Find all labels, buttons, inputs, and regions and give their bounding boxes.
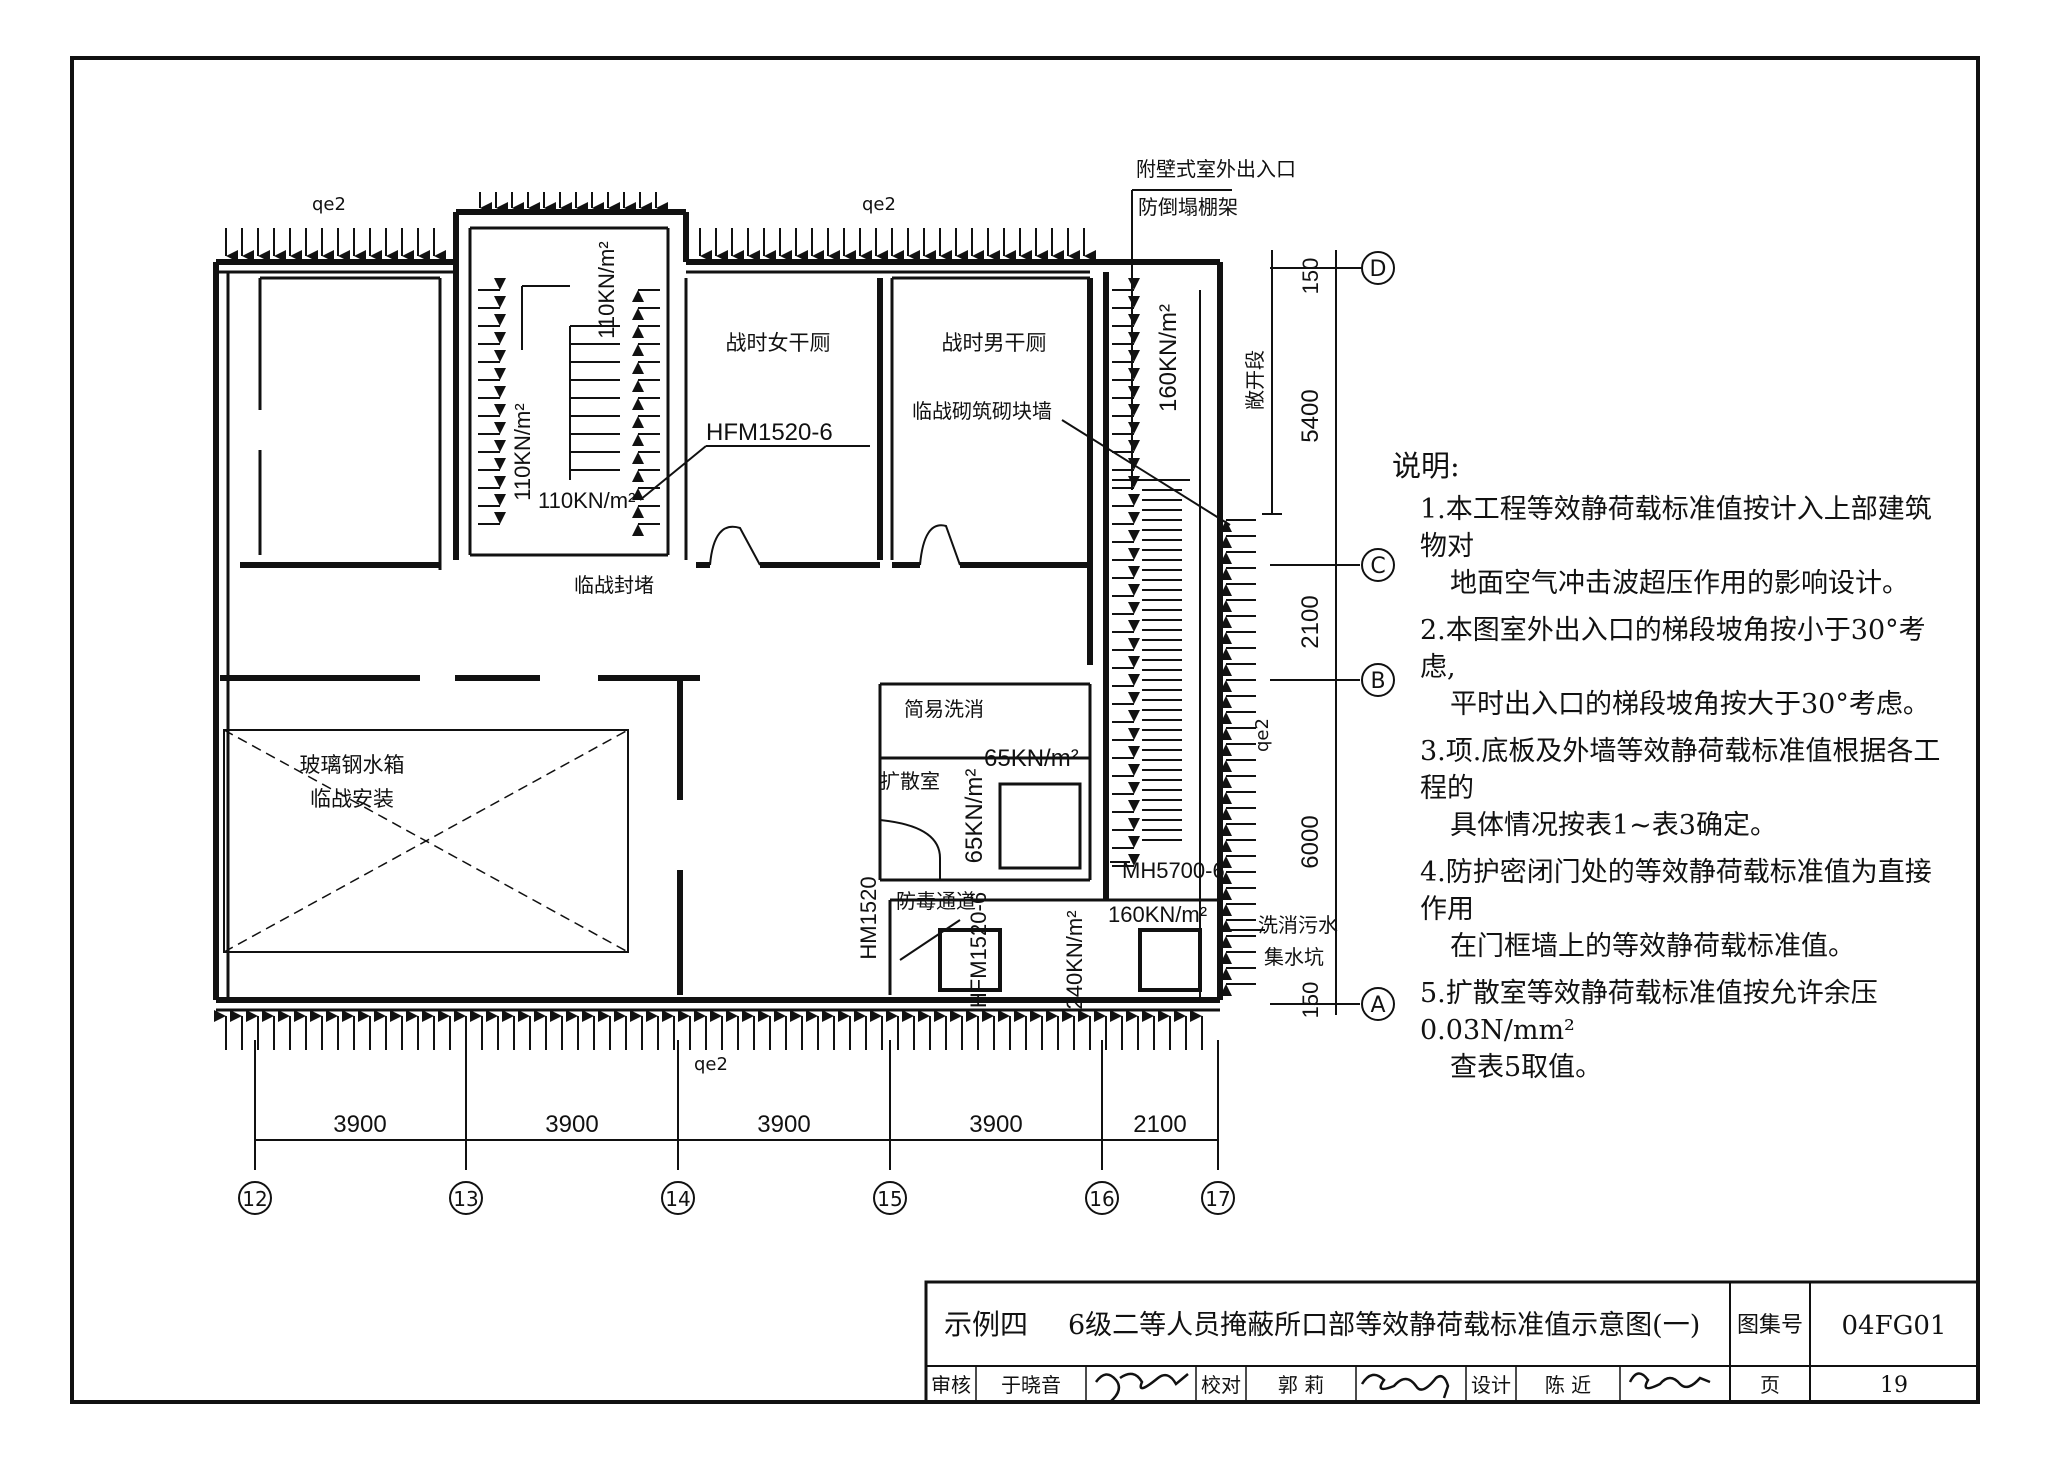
notes-heading: 说明: [1392,449,1460,483]
load-stair-c: 110KN/m² [538,488,635,513]
q-bottom: qe2 [694,1054,728,1075]
room-water-tank-1: 玻璃钢水箱 [300,753,405,777]
room-wash-sewage-2: 集水坑 [1264,945,1324,969]
note-5-line-2: 查表5取值。 [1450,1052,1603,1083]
q-labels: qe2 qe2 qe2 qe2 [312,194,1273,1075]
bottom-dimension-line [254,1040,1219,1170]
note-4-line-1: 4.防护密闭门处的等效静荷载标准值为直接作用 [1420,857,1932,925]
axis-13: 13 [453,1187,478,1211]
notes-panel: 说明: 1.本工程等效静荷载标准值按计入上部建筑物对 地面空气冲击波超压作用的影… [1392,448,1952,1096]
room-female-toilet: 战时女干厕 [726,331,831,355]
review-name: 于晓音 [1001,1373,1061,1397]
room-antigas-passage: 防毒通道 [896,889,976,913]
axis-12: 12 [242,1187,267,1211]
axis-bubbles-horizontal: D C B A [1336,251,1395,1021]
dim-16-17: 2100 [1133,1111,1186,1138]
axis-15: 15 [877,1187,902,1211]
dim-15-16: 3900 [969,1111,1022,1138]
stair-treads [521,285,1190,481]
load-expansion-a: 65KN/m² [984,745,1079,772]
review-label: 审核 [931,1373,971,1397]
dim-2100: 2100 [1297,595,1324,648]
dim-bottom-150: 150 [1298,982,1323,1019]
load-labels: 110KN/m² 110KN/m² 110KN/m² 160KN/m² 65KN… [510,241,1207,1009]
dim-14-15: 3900 [757,1111,810,1138]
temp-seal-label: 临战封堵 [574,573,654,597]
axis-B: B [1370,669,1385,694]
right-dimensions: 150 5400 2100 6000 150 [1297,258,1324,1019]
design-name: 陈 近 [1545,1373,1591,1397]
room-expansion: 扩散室 [880,769,940,793]
note-1-line-1: 1.本工程等效静荷载标准值按计入上部建筑物对 [1420,494,1932,562]
note-4-line-2: 在门框墙上的等效静荷载标准值。 [1450,931,1855,962]
axis-D: D [1370,257,1387,282]
room-male-toilet: 战时男干厕 [942,331,1047,355]
entrance-label-1: 附壁式室外出入口 [1136,157,1296,181]
load-arrows [214,192,1256,1050]
axis-16: 16 [1089,1187,1114,1211]
dim-12-13: 3900 [333,1111,386,1138]
door-swings [709,524,961,961]
open-section-label: 敞开段 [1243,350,1267,410]
page-number: 19 [1880,1373,1908,1398]
axis-C: C [1370,554,1385,579]
dim-13-14: 3900 [545,1111,598,1138]
axis-17: 17 [1205,1187,1230,1211]
note-2-line-1: 2.本图室外出入口的梯段坡角按小于30°考虑, [1420,615,1926,683]
signatures [1094,1372,1711,1403]
room-labels: 战时女干厕 战时男干厕 玻璃钢水箱 临战安装 简易洗消 扩散室 防毒通道 洗消污… [300,331,1339,969]
atlas-number: 04FG01 [1842,1311,1947,1341]
room-decon: 简易洗消 [904,697,984,721]
note-5-line-1: 5.扩散室等效静荷载标准值按允许余压0.03N/mm² [1420,978,1878,1046]
note-3-line-1: 3.项.底板及外墙等效静荷载标准值根据各工程的 [1420,736,1941,804]
note-3-line-2: 具体情况按表1~表3确定。 [1450,810,1777,841]
axis-A: A [1370,993,1385,1018]
door-mh-label: MH5700-6 [1122,858,1225,883]
page-label: 页 [1760,1373,1780,1397]
temp-block-wall-label: 临战砌筑砌块墙 [912,399,1052,423]
water-tank-cross [223,729,629,953]
leader-lines [639,189,1265,931]
note-2-line-2: 平时出入口的梯段坡角按大于30°考虑。 [1450,689,1930,720]
q-top-left: qe2 [312,194,346,215]
example-label: 示例四 [944,1308,1028,1341]
dim-5400: 5400 [1297,389,1324,442]
bottom-dimensions: 3900 3900 3900 3900 2100 [333,1111,1186,1138]
load-expansion-b: 65KN/m² [961,769,988,864]
q-right: qe2 [1252,718,1273,752]
title-block [924,1280,1980,1404]
entrance-label-2: 防倒塌棚架 [1138,195,1238,219]
design-label: 设计 [1471,1373,1511,1397]
room-wash-sewage-1: 洗消污水 [1258,913,1338,937]
right-dimension-line [1262,250,1360,1015]
door-hfm-bottom-label: HFM1520-6 [966,892,991,1008]
load-passage-b: 240KN/m² [1062,910,1087,1009]
ramp-hatch [1142,489,1182,841]
dim-top-150: 150 [1298,258,1323,295]
check-name: 郭 莉 [1278,1373,1324,1397]
load-ramp: 160KN/m² [1155,304,1182,412]
drawing-title: 6级二等人员掩蔽所口部等效静荷载标准值示意图(一) [1068,1310,1700,1341]
room-water-tank-2: 临战安装 [310,787,394,811]
atlas-label: 图集号 [1737,1313,1803,1338]
load-stair-b: 110KN/m² [510,403,535,500]
load-passage-a: 160KN/m² [1108,902,1207,927]
load-stair-a: 110KN/m² [594,241,619,338]
check-label: 校对 [1201,1373,1241,1397]
door-hm-label: HM1520 [856,876,881,959]
dim-6000: 6000 [1297,815,1324,868]
annotations: 附壁式室外出入口 防倒塌棚架 临战砌筑砌块墙 临战封堵 敞开段 HFM1520-… [574,157,1296,1008]
note-1-line-2: 地面空气冲击波超压作用的影响设计。 [1450,568,1909,599]
axis-bubbles-vertical: 12 13 14 15 16 17 [238,1181,1235,1215]
door-hfm-top-label: HFM1520-6 [706,419,833,446]
axis-14: 14 [665,1187,690,1211]
walls [213,209,1223,1012]
title-block-text: 示例四 6级二等人员掩蔽所口部等效静荷载标准值示意图(一) 图集号 04FG01… [931,1308,1946,1398]
q-top-mid: qe2 [862,194,896,215]
